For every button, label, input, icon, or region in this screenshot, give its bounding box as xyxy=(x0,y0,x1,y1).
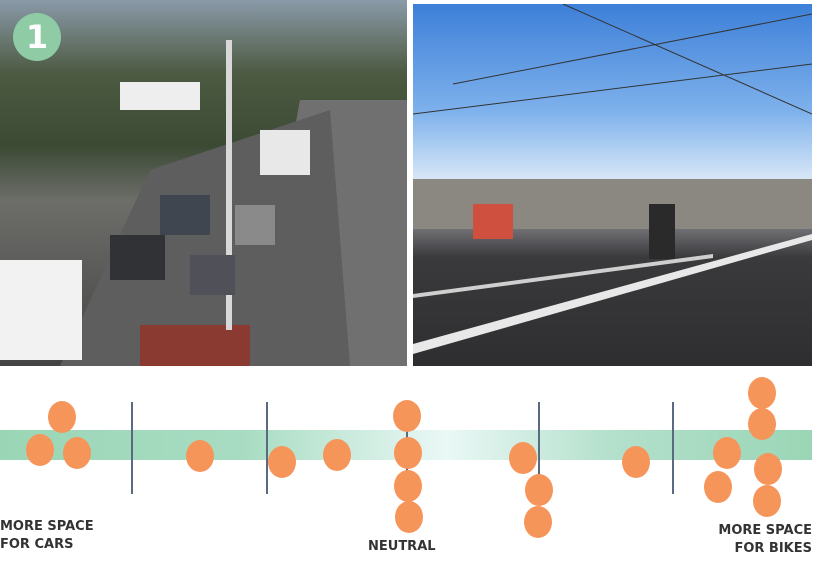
vote-dot xyxy=(509,442,537,474)
vote-dot xyxy=(753,485,781,517)
vote-dot xyxy=(395,501,423,533)
label-line: FOR CARS xyxy=(0,537,74,552)
vote-dot xyxy=(622,446,650,478)
vote-dot xyxy=(754,453,782,485)
vote-dot xyxy=(323,439,351,471)
vote-dot xyxy=(525,474,553,506)
photo-bike-lane xyxy=(413,4,812,366)
label-neutral: NEUTRAL xyxy=(368,539,436,554)
label-line: FOR BIKES xyxy=(734,541,812,556)
vote-dot xyxy=(394,437,422,469)
label-more-space-for-cars: MORE SPACE FOR CARS xyxy=(0,518,94,554)
vote-dot xyxy=(186,440,214,472)
vote-dot xyxy=(524,506,552,538)
label-line: MORE SPACE xyxy=(718,523,812,538)
street-illustration xyxy=(413,4,812,354)
vote-dot xyxy=(393,400,421,432)
vote-dot xyxy=(268,446,296,478)
vote-dot xyxy=(748,408,776,440)
scale-tick xyxy=(131,402,133,494)
scale-tick xyxy=(672,402,674,494)
street-illustration xyxy=(0,40,407,366)
vote-dot xyxy=(394,470,422,502)
scale-tick xyxy=(538,402,540,494)
label-more-space-for-bikes: MORE SPACE FOR BIKES xyxy=(718,522,812,558)
vote-dot xyxy=(63,437,91,469)
vote-dot xyxy=(48,401,76,433)
vote-dot xyxy=(713,437,741,469)
photo-car-traffic: 1 xyxy=(0,0,407,366)
vote-dot xyxy=(26,434,54,466)
vote-dot xyxy=(704,471,732,503)
step-number-badge: 1 xyxy=(13,13,61,61)
label-line: MORE SPACE xyxy=(0,519,94,534)
vote-dot xyxy=(748,377,776,409)
scale-tick xyxy=(266,402,268,494)
